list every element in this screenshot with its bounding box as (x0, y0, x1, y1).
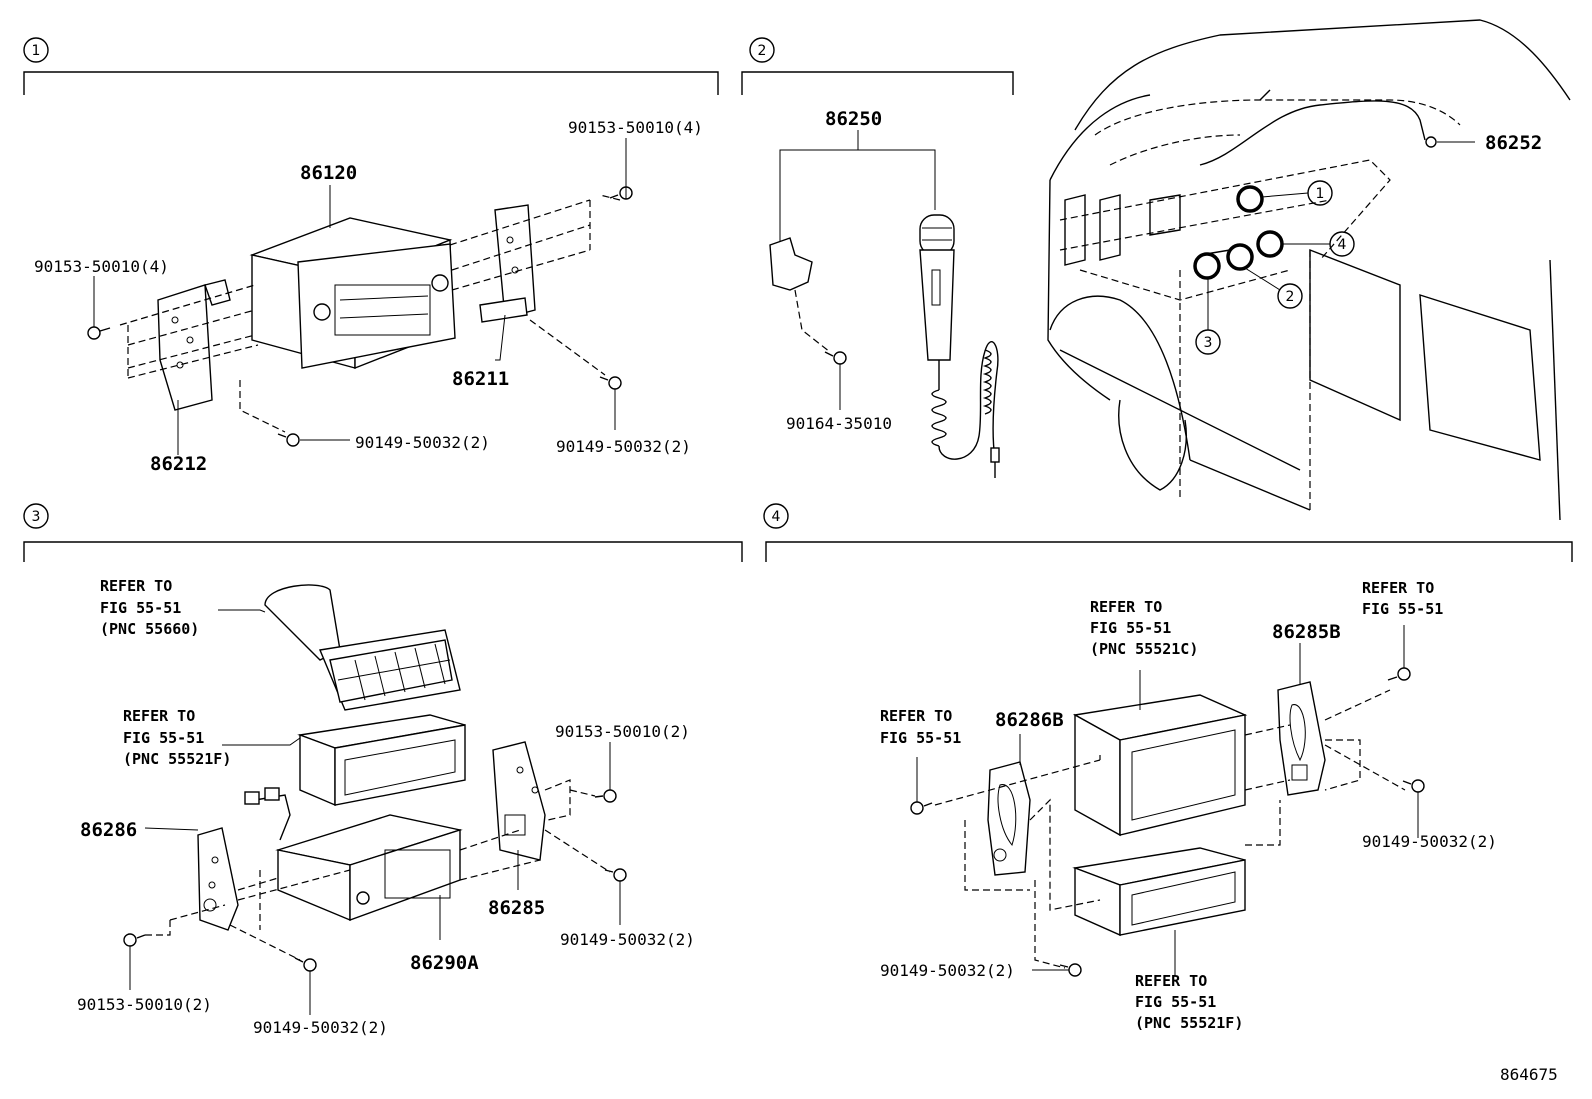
part-number-86212: 86212 (150, 453, 207, 475)
bracket-86286 (197, 827, 239, 931)
section-3-parts: REFER TO FIG 55-51 (PNC 55660) REFER TO … (77, 577, 695, 1037)
screw-icon (294, 957, 317, 1015)
section-3-header: 3 (23, 503, 743, 562)
pocket-tray (297, 714, 466, 807)
part-number-86211: 86211 (452, 368, 509, 390)
section-4-header: 4 (763, 503, 1573, 562)
reference-line-3: (PNC 55521C) (1090, 640, 1198, 658)
reference-line-1: REFER TO (1090, 598, 1162, 616)
part-number-screw: 90149-50032(2) (556, 437, 691, 456)
part-number-86286B: 86286B (995, 709, 1064, 731)
part-number-bolt: 90153-50010(4) (34, 257, 169, 276)
pocket-lower (1072, 847, 1246, 937)
reference-line-2: FIG 55-51 (1090, 619, 1171, 637)
vent-duct (264, 584, 461, 711)
vehicle-callout-2-label: 2 (1286, 289, 1295, 305)
section-2-parts: 86250 90164-35010 (769, 108, 1000, 478)
part-number-bolt: 90153-50010(2) (77, 995, 212, 1014)
part-number-86252: 86252 (1485, 132, 1542, 154)
part-number-86285B: 86285B (1272, 621, 1341, 643)
section-3-number: 3 (32, 509, 41, 525)
bolt-icon (87, 276, 111, 340)
figure-id: 864675 (1500, 1065, 1558, 1084)
bolt-icon (123, 933, 146, 990)
bolt-icon (609, 138, 633, 200)
reference-line-2: FIG 55-51 (100, 599, 181, 617)
pocket-upper (1072, 694, 1248, 837)
section-2-header: 2 (741, 37, 1014, 95)
screw-icon (599, 376, 622, 430)
part-number-86285: 86285 (488, 897, 545, 919)
vehicle-callout-1-label: 1 (1316, 186, 1325, 202)
bracket-86286B (987, 761, 1031, 876)
screw-icon (1402, 779, 1425, 838)
part-number-screw: 90149-50032(2) (253, 1018, 388, 1037)
bolt-icon (910, 757, 933, 815)
section-2-number: 2 (758, 43, 767, 59)
part-number-screw: 90149-50032(2) (560, 930, 695, 949)
reference-line-1: REFER TO (100, 577, 172, 595)
section-4-number: 4 (772, 509, 781, 525)
section-1-parts: 86120 86211 86212 90153-50010(4) 90153-5… (34, 118, 703, 475)
vehicle-callout-1: 1 (1307, 180, 1333, 206)
part-number-86250: 86250 (825, 108, 882, 130)
section-1-number: 1 (32, 43, 41, 59)
reference-line-2: FIG 55-51 (1135, 993, 1216, 1011)
bracket-right-86211 (479, 204, 536, 323)
vehicle-callout-4-label: 4 (1338, 237, 1347, 253)
section-1-header: 1 (23, 37, 719, 95)
reference-line-1: REFER TO (123, 707, 195, 725)
part-number-screw: 90149-50032(2) (355, 433, 490, 452)
part-number-screw: 90149-50032(2) (880, 961, 1015, 980)
section-4-parts: REFER TO FIG 55-51 (PNC 55521C) REFER TO… (880, 579, 1497, 1032)
screw-icon (277, 433, 350, 447)
vehicle-callout-4: 4 (1329, 231, 1355, 257)
part-number-bolt: 90153-50010(4) (568, 118, 703, 137)
bracket-86285B (1277, 681, 1326, 796)
part-number-86120: 86120 (300, 162, 357, 184)
reference-line-3: (PNC 55521F) (123, 750, 231, 768)
part-number-86290A: 86290A (410, 952, 479, 974)
reference-line-3: (PNC 55521F) (1135, 1014, 1243, 1032)
mic-hanger-bracket (769, 237, 831, 353)
bolt-icon (1387, 625, 1411, 681)
bolt-icon (594, 742, 617, 803)
reference-line-2: FIG 55-51 (123, 729, 204, 747)
vehicle-callout-2: 2 (1277, 283, 1303, 309)
bracket-86285 (492, 741, 546, 861)
vehicle-callout-3: 3 (1195, 329, 1221, 355)
reference-line-1: REFER TO (880, 707, 952, 725)
part-number-86286: 86286 (80, 819, 137, 841)
part-number-screw: 90149-50032(2) (1362, 832, 1497, 851)
reference-line-3: (PNC 55660) (100, 620, 199, 638)
screw-icon (1032, 963, 1082, 977)
radio-unit-86120 (249, 217, 456, 370)
part-number-screw: 90164-35010 (786, 414, 892, 433)
screw-icon (824, 351, 847, 410)
screw-icon (604, 868, 627, 925)
reference-line-1: REFER TO (1362, 579, 1434, 597)
part-number-bolt: 90153-50010(2) (555, 722, 690, 741)
bracket-86212 (157, 279, 231, 411)
reference-line-2: FIG 55-51 (880, 729, 961, 747)
radio-unit-86290A (244, 787, 463, 922)
vehicle-dashboard-illustration: 1 4 2 3 86252 (1047, 19, 1571, 521)
microphone (919, 214, 1000, 478)
vehicle-callout-3-label: 3 (1204, 335, 1213, 351)
reference-line-2: FIG 55-51 (1362, 600, 1443, 618)
reference-line-1: REFER TO (1135, 972, 1207, 990)
